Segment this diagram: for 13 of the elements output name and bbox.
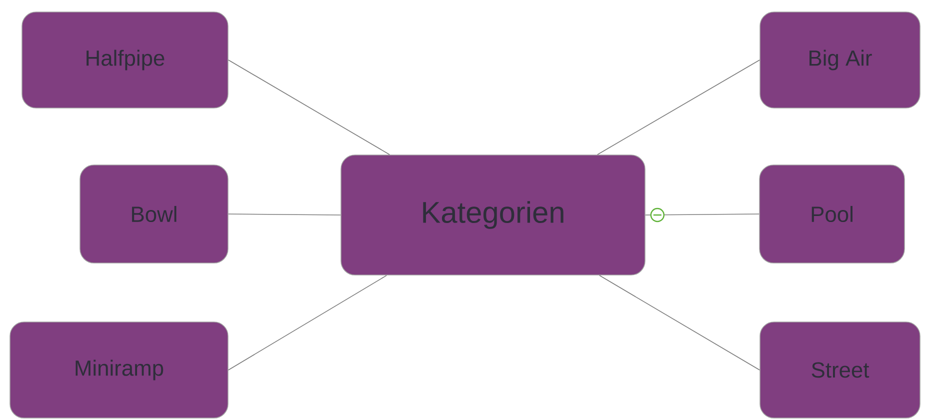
- connector-line: [228, 60, 390, 155]
- topic-box: Miniramp: [10, 322, 228, 418]
- connector-line: [645, 214, 760, 216]
- topic-box: Bowl: [80, 164, 228, 264]
- connector-line: [228, 275, 387, 370]
- topic-box: Pool: [759, 164, 905, 264]
- central-topic-box: Kategorien: [340, 154, 646, 276]
- topic-box: Halfpipe: [22, 12, 228, 108]
- connector-line: [597, 60, 760, 155]
- connector-line: [599, 275, 760, 370]
- topic-box: Street: [760, 322, 920, 418]
- topic-box: Big Air: [760, 12, 920, 108]
- connector-line: [228, 214, 341, 216]
